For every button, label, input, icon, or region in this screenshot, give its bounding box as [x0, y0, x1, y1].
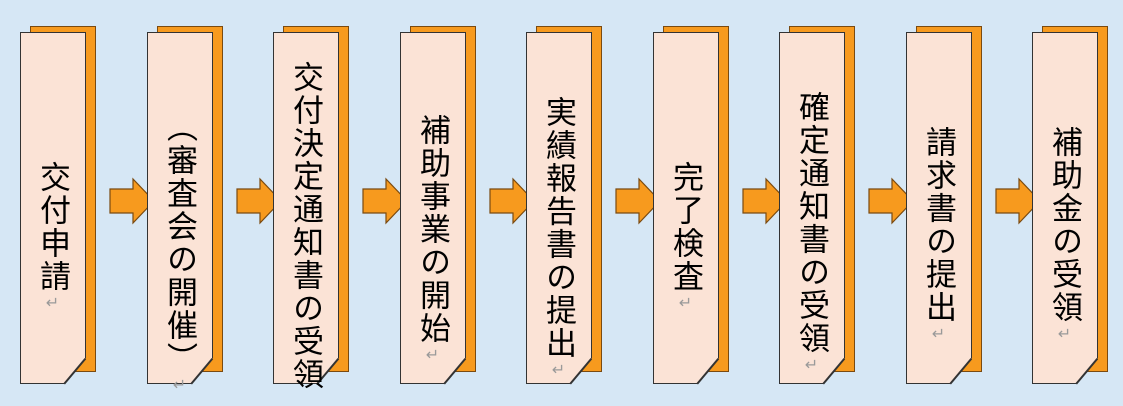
step-card-8: 請求書の提出↵: [906, 26, 982, 390]
step-label: 完了検査↵: [667, 161, 703, 312]
step-label: 請求書の提出↵: [920, 126, 956, 343]
step-card-face: [20, 32, 86, 384]
step-card-face: [1032, 32, 1098, 384]
return-mark-icon: ↵: [802, 355, 821, 374]
step-card-9: 補助金の受領↵: [1032, 26, 1108, 390]
step-label-text: 実績報告書の提出: [540, 96, 576, 360]
step-label: 補助事業の開始↵: [414, 114, 450, 364]
step-card-7: 確定通知書の受領↵: [779, 26, 855, 390]
step-label: 交付申請↵: [34, 161, 70, 312]
step-label-text: ︵審査会の開催︶: [161, 111, 197, 375]
step-card-5: 実績報告書の提出↵: [526, 26, 602, 390]
step-card-face: [147, 32, 213, 384]
return-mark-icon: ↵: [676, 293, 695, 312]
step-label-text: 完了検査: [667, 161, 703, 293]
step-card-3: 交付決定通知書の受領: [273, 26, 349, 391]
step-label: 交付決定通知書の受領: [287, 61, 323, 391]
step-card-face: [273, 32, 339, 384]
step-label: ︵審査会の開催︶↵: [161, 111, 197, 394]
right-arrow-icon: [742, 177, 788, 225]
right-arrow-icon: [995, 177, 1041, 225]
step-card-face: [779, 32, 845, 384]
step-card-2: ︵審査会の開催︶↵: [147, 26, 223, 394]
step-card-face: [400, 32, 466, 384]
step-label: 実績報告書の提出↵: [540, 96, 576, 379]
return-mark-icon: ↵: [1055, 324, 1074, 343]
step-label-text: 補助事業の開始: [414, 114, 450, 345]
return-mark-icon: ↵: [929, 324, 948, 343]
return-mark-icon: ↵: [170, 375, 189, 394]
right-arrow-icon: [868, 177, 914, 225]
step-label-text: 交付申請: [34, 161, 70, 293]
right-arrow-icon: [362, 177, 408, 225]
step-card-face: [653, 32, 719, 384]
step-label-text: 補助金の受領: [1046, 126, 1082, 324]
step-card-face: [526, 32, 592, 384]
step-card-face: [906, 32, 972, 384]
step-card-6: 完了検査↵: [653, 26, 729, 390]
right-arrow-icon: [615, 177, 661, 225]
step-label: 補助金の受領↵: [1046, 126, 1082, 343]
step-label: 確定通知書の受領↵: [793, 91, 829, 374]
return-mark-icon: ↵: [549, 360, 568, 379]
return-mark-icon: ↵: [43, 293, 62, 312]
right-arrow-icon: [489, 177, 535, 225]
step-label-text: 交付決定通知書の受領: [287, 61, 323, 391]
return-mark-icon: ↵: [423, 345, 442, 364]
step-card-1: 交付申請↵: [20, 26, 96, 390]
step-card-4: 補助事業の開始↵: [400, 26, 476, 390]
right-arrow-icon: [109, 177, 155, 225]
step-label-text: 確定通知書の受領: [793, 91, 829, 355]
step-label-text: 請求書の提出: [920, 126, 956, 324]
right-arrow-icon: [236, 177, 282, 225]
